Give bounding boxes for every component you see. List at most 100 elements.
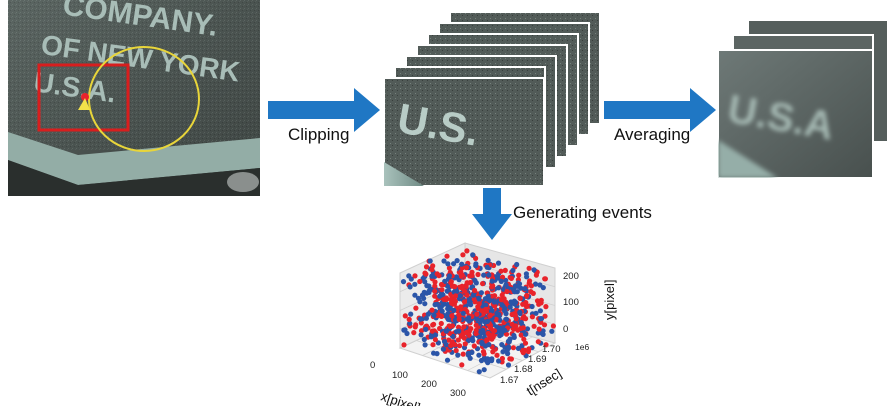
event-point-red xyxy=(456,313,462,319)
event-point-blue xyxy=(495,285,501,291)
event-point-blue xyxy=(437,293,443,299)
event-point-blue xyxy=(484,264,490,270)
event-point-red xyxy=(452,342,458,348)
event-point-blue xyxy=(489,278,495,284)
focus-circle xyxy=(88,46,200,152)
event-point-red xyxy=(448,279,454,285)
event-point-blue xyxy=(496,312,502,318)
event-point-blue xyxy=(450,333,456,339)
event-point-blue xyxy=(412,281,418,287)
event-point-blue xyxy=(459,261,465,267)
event-point-red xyxy=(462,306,468,312)
event-point-red xyxy=(475,271,481,278)
event-point-red xyxy=(499,274,506,280)
event-point-red xyxy=(418,328,425,334)
event-point-red xyxy=(509,321,515,327)
event-point-blue xyxy=(474,316,480,322)
event-point-blue xyxy=(455,352,461,358)
event-point-red xyxy=(523,303,530,310)
event-point-blue xyxy=(444,357,451,363)
event-point-blue xyxy=(524,326,531,332)
event-point-red xyxy=(521,336,527,342)
event-point-red xyxy=(458,333,464,339)
y-tick-2: 200 xyxy=(563,271,579,282)
event-point-blue xyxy=(482,343,489,349)
event-point-blue xyxy=(456,328,462,334)
event-point-blue xyxy=(500,349,506,355)
event-point-red xyxy=(401,342,407,348)
event-point-red xyxy=(483,306,489,312)
event-point-red xyxy=(526,346,532,352)
event-point-blue xyxy=(408,311,414,317)
y-tick-1: 100 xyxy=(563,297,579,308)
event-point-red xyxy=(463,329,469,336)
event-point-blue xyxy=(478,317,484,323)
averaging-label: Averaging xyxy=(614,125,691,144)
event-point-red xyxy=(423,264,430,270)
event-point-blue xyxy=(426,288,432,294)
event-point-red xyxy=(429,328,435,334)
arrow-generating xyxy=(472,188,512,240)
event-point-blue xyxy=(454,258,460,264)
event-point-blue xyxy=(454,274,460,280)
event-point-red xyxy=(488,333,494,339)
event-point-red xyxy=(439,287,445,293)
event-point-blue xyxy=(497,317,503,323)
event-point-blue xyxy=(540,328,546,334)
event-point-red xyxy=(417,278,423,285)
event-point-blue xyxy=(441,258,447,264)
event-point-red xyxy=(543,304,549,310)
event-point-blue xyxy=(425,311,431,317)
event-point-blue xyxy=(492,299,498,305)
event-point-red xyxy=(452,284,458,290)
source-photo: COMPANY. OF NEW YORK U.S.A. xyxy=(8,0,260,196)
event-point-blue xyxy=(476,352,482,358)
event-point-blue xyxy=(481,272,487,278)
event-point-blue xyxy=(499,302,505,308)
event-point-red xyxy=(430,322,436,328)
event-point-red xyxy=(520,350,526,356)
event-point-red xyxy=(464,292,470,298)
event-point-blue xyxy=(472,277,478,284)
event-point-red xyxy=(444,253,450,259)
event-point-red xyxy=(504,288,510,295)
event-point-red xyxy=(511,326,517,332)
event-point-blue xyxy=(401,327,407,333)
event-point-blue xyxy=(532,281,539,287)
event-point-blue xyxy=(423,326,429,332)
event-point-blue xyxy=(432,302,438,308)
event-point-red xyxy=(461,324,467,330)
event-point-red xyxy=(489,293,495,299)
t-tick-0: 1.67 xyxy=(500,375,519,386)
event-point-blue xyxy=(440,346,446,352)
event-point-blue xyxy=(537,308,543,314)
event-point-red xyxy=(523,316,529,322)
event-point-blue xyxy=(466,299,472,305)
event-point-blue xyxy=(484,318,491,324)
event-point-red xyxy=(438,313,445,319)
event-point-red xyxy=(538,319,544,325)
event-point-blue xyxy=(501,308,508,314)
event-point-blue xyxy=(451,261,457,267)
event-point-blue xyxy=(523,271,529,277)
event-point-red xyxy=(550,323,556,329)
event-point-red xyxy=(456,316,462,322)
event-point-red xyxy=(464,248,470,254)
event-point-red xyxy=(471,296,477,302)
event-point-red xyxy=(498,268,504,274)
generating-label: Generating events xyxy=(513,203,652,222)
event-point-blue xyxy=(537,282,543,288)
event-point-blue xyxy=(444,301,451,308)
event-point-red xyxy=(464,280,470,286)
event-point-red xyxy=(411,330,417,336)
event-point-blue xyxy=(431,312,437,318)
event-point-red xyxy=(468,326,474,332)
event-point-red xyxy=(461,299,468,305)
event-point-blue xyxy=(476,369,482,375)
event-point-blue xyxy=(444,288,450,294)
t-tick-3: 1.70 xyxy=(542,344,561,355)
event-point-red xyxy=(530,290,536,296)
event-point-blue xyxy=(439,308,445,314)
event-point-red xyxy=(463,284,469,290)
t-tick-1: 1.68 xyxy=(514,364,533,375)
